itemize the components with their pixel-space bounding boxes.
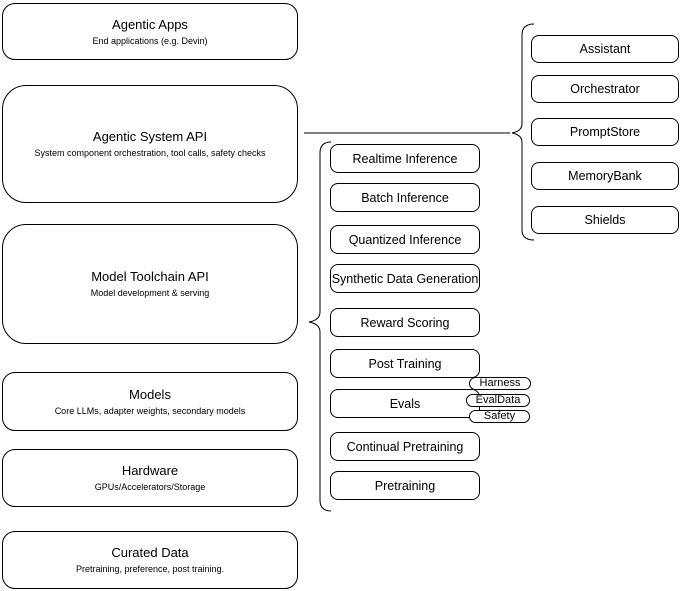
toolchain-item-quantized-inference: Quantized Inference bbox=[330, 225, 480, 254]
node-subtitle: GPUs/Accelerators/Storage bbox=[94, 482, 206, 492]
node-model-toolchain-api: Model Toolchain API Model development & … bbox=[2, 224, 298, 344]
node-subtitle: System component orchestration, tool cal… bbox=[34, 148, 266, 158]
node-agentic-apps: Agentic Apps End applications (e.g. Devi… bbox=[2, 3, 298, 60]
component-memorybank: MemoryBank bbox=[531, 162, 679, 190]
node-subtitle: Model development & serving bbox=[90, 288, 210, 298]
node-curated-data: Curated Data Pretraining, preference, po… bbox=[2, 531, 298, 589]
toolchain-brace bbox=[308, 141, 332, 512]
toolchain-item-continual-pretraining: Continual Pretraining bbox=[330, 432, 480, 461]
node-subtitle: End applications (e.g. Devin) bbox=[92, 35, 208, 46]
toolchain-item-realtime-inference: Realtime Inference bbox=[330, 144, 480, 173]
toolchain-item-reward-scoring: Reward Scoring bbox=[330, 308, 480, 337]
node-title: Agentic Apps bbox=[112, 16, 188, 32]
eval-tag-evaldata: EvalData bbox=[466, 394, 530, 407]
toolchain-item-post-training: Post Training bbox=[330, 349, 480, 378]
eval-tag-harness: Harness bbox=[469, 377, 531, 390]
node-hardware: Hardware GPUs/Accelerators/Storage bbox=[2, 449, 298, 507]
node-title: Hardware bbox=[121, 463, 179, 478]
node-agentic-system-api: Agentic System API System component orch… bbox=[2, 85, 298, 203]
node-title: Curated Data bbox=[111, 545, 189, 560]
node-subtitle: Pretraining, preference, post training. bbox=[75, 564, 225, 574]
components-brace bbox=[511, 23, 535, 241]
node-title: Model Toolchain API bbox=[91, 269, 209, 284]
node-models: Models Core LLMs, adapter weights, secon… bbox=[2, 372, 298, 431]
toolchain-item-synthetic-data-generation: Synthetic Data Generation bbox=[330, 264, 480, 293]
eval-tag-safety: Safety bbox=[469, 410, 530, 423]
toolchain-item-batch-inference: Batch Inference bbox=[330, 183, 480, 212]
component-shields: Shields bbox=[531, 206, 679, 234]
toolchain-item-pretraining: Pretraining bbox=[330, 471, 480, 500]
node-subtitle: Core LLMs, adapter weights, secondary mo… bbox=[54, 405, 246, 416]
node-title: Models bbox=[129, 386, 171, 402]
toolchain-item-evals: Evals bbox=[330, 389, 480, 418]
node-title: Agentic System API bbox=[92, 129, 208, 144]
component-orchestrator: Orchestrator bbox=[531, 75, 679, 103]
component-assistant: Assistant bbox=[531, 35, 679, 63]
component-promptstore: PromptStore bbox=[531, 118, 679, 146]
